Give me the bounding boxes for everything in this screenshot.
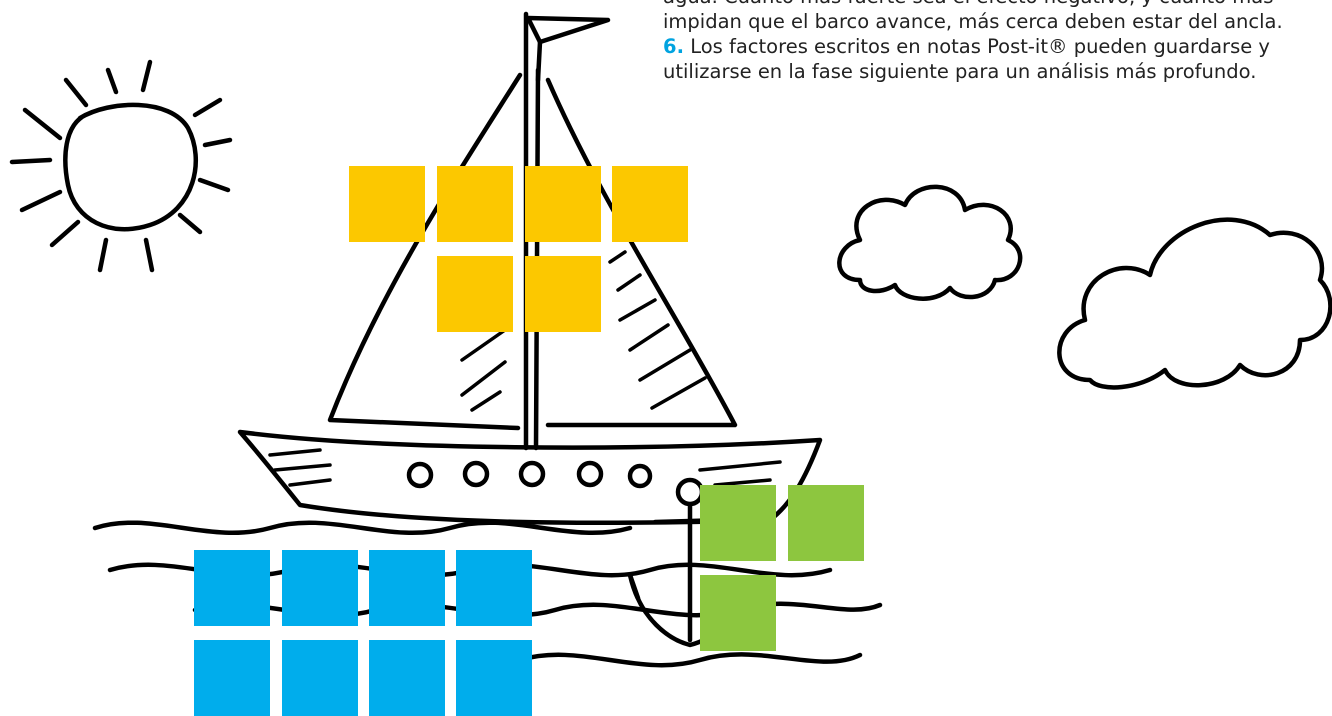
sticky-note-blue[interactable]: [369, 550, 445, 626]
sticky-note-yellow[interactable]: [525, 166, 601, 242]
sticky-note-green[interactable]: [788, 485, 864, 561]
sun-icon: [9, 59, 233, 273]
instructions-paragraph: agua. Cuanto más fuerte sea el efecto ne…: [663, 0, 1283, 33]
sticky-note-blue[interactable]: [369, 640, 445, 716]
sticky-note-yellow[interactable]: [525, 256, 601, 332]
instructions-step-6: 6. Los factores escritos en notas Post-i…: [663, 34, 1323, 84]
cloud-icon: [1057, 217, 1332, 390]
sticky-note-yellow[interactable]: [349, 166, 425, 242]
sticky-note-green[interactable]: [700, 575, 776, 651]
sticky-note-blue[interactable]: [194, 640, 270, 716]
sticky-note-blue[interactable]: [456, 640, 532, 716]
instructions-text: agua. Cuanto más fuerte sea el efecto ne…: [663, 0, 1323, 84]
cloud-icon: [837, 184, 1023, 301]
step-number: 6.: [663, 35, 684, 58]
sticky-note-yellow[interactable]: [612, 166, 688, 242]
sticky-note-blue[interactable]: [456, 550, 532, 626]
sticky-note-blue[interactable]: [194, 550, 270, 626]
step-text: Los factores escritos en notas Post-it® …: [663, 35, 1270, 83]
sticky-note-yellow[interactable]: [437, 166, 513, 242]
sticky-note-blue[interactable]: [282, 550, 358, 626]
sticky-note-green[interactable]: [700, 485, 776, 561]
sticky-note-yellow[interactable]: [437, 256, 513, 332]
sticky-note-blue[interactable]: [282, 640, 358, 716]
